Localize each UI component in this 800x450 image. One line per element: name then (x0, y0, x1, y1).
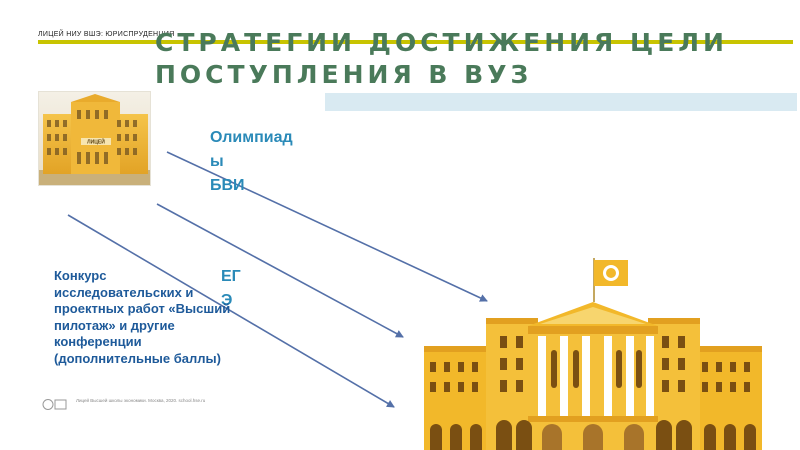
header-label: ЛИЦЕЙ НИУ ВШЭ: ЮРИСПРУДЕНЦИЯ (38, 31, 175, 38)
hse-logo-icon (42, 399, 67, 410)
title-line-2: ПОСТУПЛЕНИЯ В ВУЗ (155, 60, 533, 89)
path-label-olympiad: Олимпиад ы БВИ (210, 129, 293, 194)
photo-sign-text: ЛИЦЕЙ (87, 138, 105, 146)
path-label-contest: Конкурс исследовательских и проектных ра… (54, 268, 231, 366)
arrow-ege (156, 203, 404, 338)
title-line-1: СТРАТЕГИИ ДОСТИЖЕНИЯ ЦЕЛИ (155, 28, 728, 57)
lyceum-building-illustration: ЛИЦЕЙ (39, 92, 150, 185)
header-rule (38, 40, 793, 44)
lyceum-photo: ЛИЦЕЙ (38, 91, 151, 186)
arrow-contest (67, 214, 395, 408)
university-building-icon (424, 258, 762, 450)
arrow-olympiad (166, 151, 488, 302)
accent-bar (325, 93, 797, 111)
flag-icon (594, 260, 628, 286)
path-label-ege: ЕГ Э (221, 268, 241, 309)
slide-title: СТРАТЕГИИ ДОСТИЖЕНИЯ ЦЕЛИ ПОСТУПЛЕНИЯ В … (155, 27, 795, 91)
footer-text: Лицей Высшей школы экономики. Москва, 20… (76, 398, 206, 403)
